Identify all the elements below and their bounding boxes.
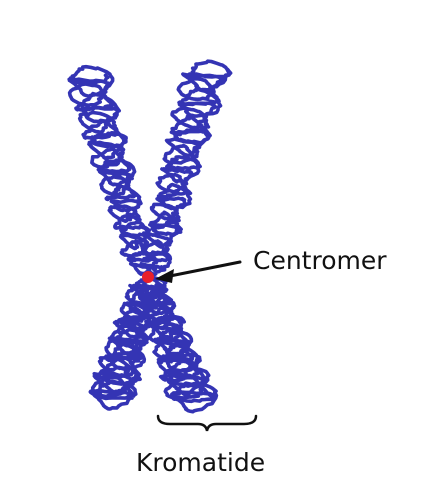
chromatid-coil (67, 64, 159, 276)
chromatid-coil (139, 59, 233, 277)
chromatid-brace (156, 414, 258, 432)
chromatid-right (88, 59, 233, 411)
chromatid-coil (88, 276, 161, 411)
chromatid-label: Kromatide (136, 448, 265, 477)
centromere-dot (142, 271, 154, 283)
centromere-label: Centromer (253, 246, 387, 275)
centromere-pointer-arrow (155, 260, 242, 283)
